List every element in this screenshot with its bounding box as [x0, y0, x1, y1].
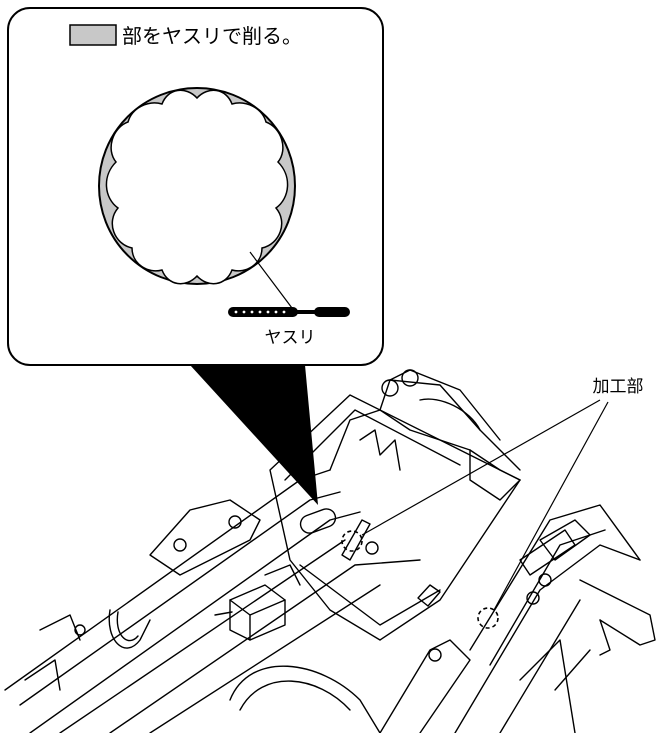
file-icon	[228, 307, 350, 317]
legend-text: 部をヤスリで削る。	[122, 24, 302, 48]
legend-swatch	[69, 24, 117, 46]
file-tool-label: ヤスリ	[265, 328, 316, 348]
machined-label: 加工部	[593, 377, 644, 397]
dashed-circle-icon	[341, 530, 363, 552]
machined-leader-lines	[361, 399, 609, 611]
file-leader-line	[249, 251, 293, 309]
cross-section-diagram	[98, 87, 296, 285]
machined-area-markers	[341, 530, 499, 629]
callout-pointer	[190, 365, 318, 505]
seat-frame-drawing	[4, 369, 656, 733]
dashed-circle-icon	[477, 607, 499, 629]
